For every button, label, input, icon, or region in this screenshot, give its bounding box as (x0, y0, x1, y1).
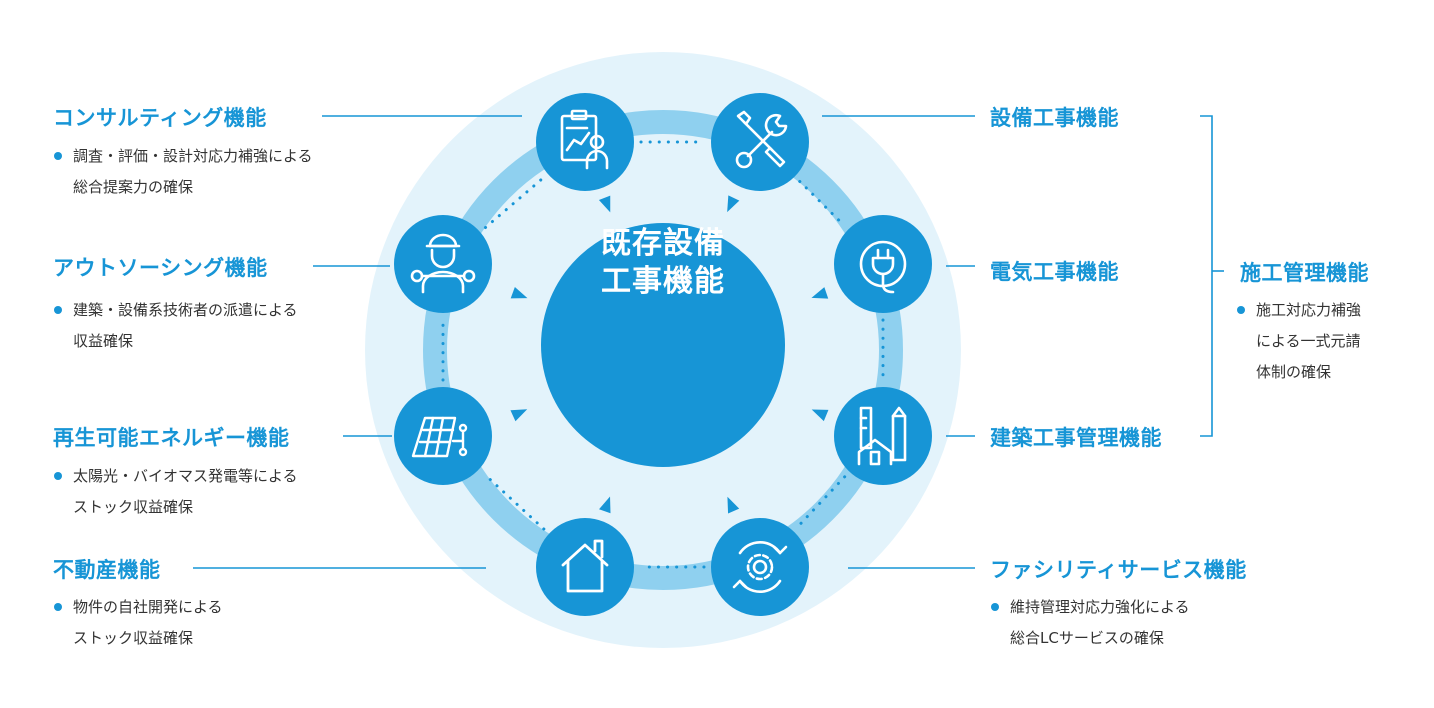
node-equipment (711, 93, 809, 191)
flow-arrow (598, 195, 611, 213)
gear-cycle-icon (732, 540, 788, 594)
center-label: 既存設備 工事機能 (541, 225, 785, 301)
construction-management-line-2: による一式元請 (1256, 332, 1361, 350)
bullet-dot (54, 472, 62, 480)
center-label-line-1: 既存設備 (601, 226, 725, 261)
connector-dots (483, 176, 545, 230)
node-real-estate (536, 518, 634, 616)
outsourcing-description: 建築・設備系技術者の派遣による 収益確保 (53, 295, 298, 357)
facility-description: 維持管理対応力強化による 総合LCサービスの確保 (990, 592, 1190, 654)
electrical-title: 電気工事機能 (990, 260, 1119, 284)
outsourcing-description-line-1: 建築・設備系技術者の派遣による (73, 301, 298, 319)
bullet-dot (54, 152, 62, 160)
inner-ring (423, 110, 903, 590)
construction-management-title: 施工管理機能 (1240, 261, 1369, 285)
flow-arrow (811, 287, 829, 299)
bullet-dot (54, 603, 62, 611)
center-circle (541, 223, 785, 467)
facility-description-line-2: 総合LCサービスの確保 (1010, 629, 1164, 647)
real-estate-description-line-1: 物件の自社開発による (73, 598, 223, 616)
bullet-dot (1237, 306, 1245, 314)
outsourcing-description-line-2: 収益確保 (73, 332, 134, 350)
flow-arrow (727, 496, 740, 514)
consulting-description: 調査・評価・設計対応力補強による 総合提案力の確保 (53, 141, 313, 203)
center-label-line-2: 工事機能 (601, 264, 725, 299)
worker-wrench-icon (410, 233, 476, 294)
building-title: 建築工事管理機能 (990, 426, 1162, 450)
renewable-description-line-1: 太陽光・バイオマス発電等による (73, 467, 298, 485)
bullet-dot (54, 306, 62, 314)
node-renewable (394, 387, 492, 485)
connector-dots (798, 179, 845, 227)
renewable-title: 再生可能エネルギー機能 (53, 426, 290, 450)
real-estate-description-line-2: ストック収益確保 (73, 629, 194, 647)
flow-arrow (811, 409, 829, 422)
renewable-description: 太陽光・バイオマス発電等による ストック収益確保 (53, 461, 298, 523)
node-building (834, 387, 932, 485)
renewable-description-line-2: ストック収益確保 (73, 498, 194, 516)
flow-arrow (510, 287, 528, 299)
flow-arrows (510, 195, 829, 514)
node-outsourcing (394, 215, 492, 313)
outsourcing-title: アウトソーシング機能 (53, 256, 268, 280)
real-estate-description: 物件の自社開発による ストック収益確保 (53, 592, 223, 654)
solar-panel-icon (411, 416, 468, 458)
node-connector-dots (441, 140, 885, 569)
construction-management-line-3: 体制の確保 (1256, 363, 1332, 381)
facility-description-line-1: 維持管理対応力強化による (1010, 598, 1190, 616)
equipment-title: 設備工事機能 (990, 106, 1119, 130)
real-estate-title: 不動産機能 (53, 558, 161, 582)
bracket (1200, 115, 1213, 437)
leader-lines (193, 115, 1224, 569)
building-ruler-pencil-icon (857, 406, 907, 466)
facility-title: ファシリティサービス機能 (990, 558, 1247, 582)
consulting-description-line-1: 調査・評価・設計対応力補強による (73, 147, 313, 165)
node-consulting (536, 93, 634, 191)
wrench-screwdriver-icon (735, 110, 788, 169)
bullet-dot (991, 603, 999, 611)
power-plug-icon (859, 240, 907, 294)
house-icon (561, 539, 609, 593)
construction-management-line-1: 施工対応力補強 (1256, 301, 1362, 319)
consulting-title: コンサルティング機能 (53, 106, 267, 130)
node-electrical (834, 215, 932, 313)
consulting-clipboard-person-icon (560, 109, 609, 170)
consulting-description-line-2: 総合提案力の確保 (73, 178, 194, 196)
construction-management-description: 施工対応力補強 による一式元請 体制の確保 (1236, 295, 1361, 388)
flow-arrow (727, 195, 740, 213)
node-facility (711, 518, 809, 616)
flow-arrow (599, 496, 611, 514)
flow-arrow (510, 409, 528, 422)
